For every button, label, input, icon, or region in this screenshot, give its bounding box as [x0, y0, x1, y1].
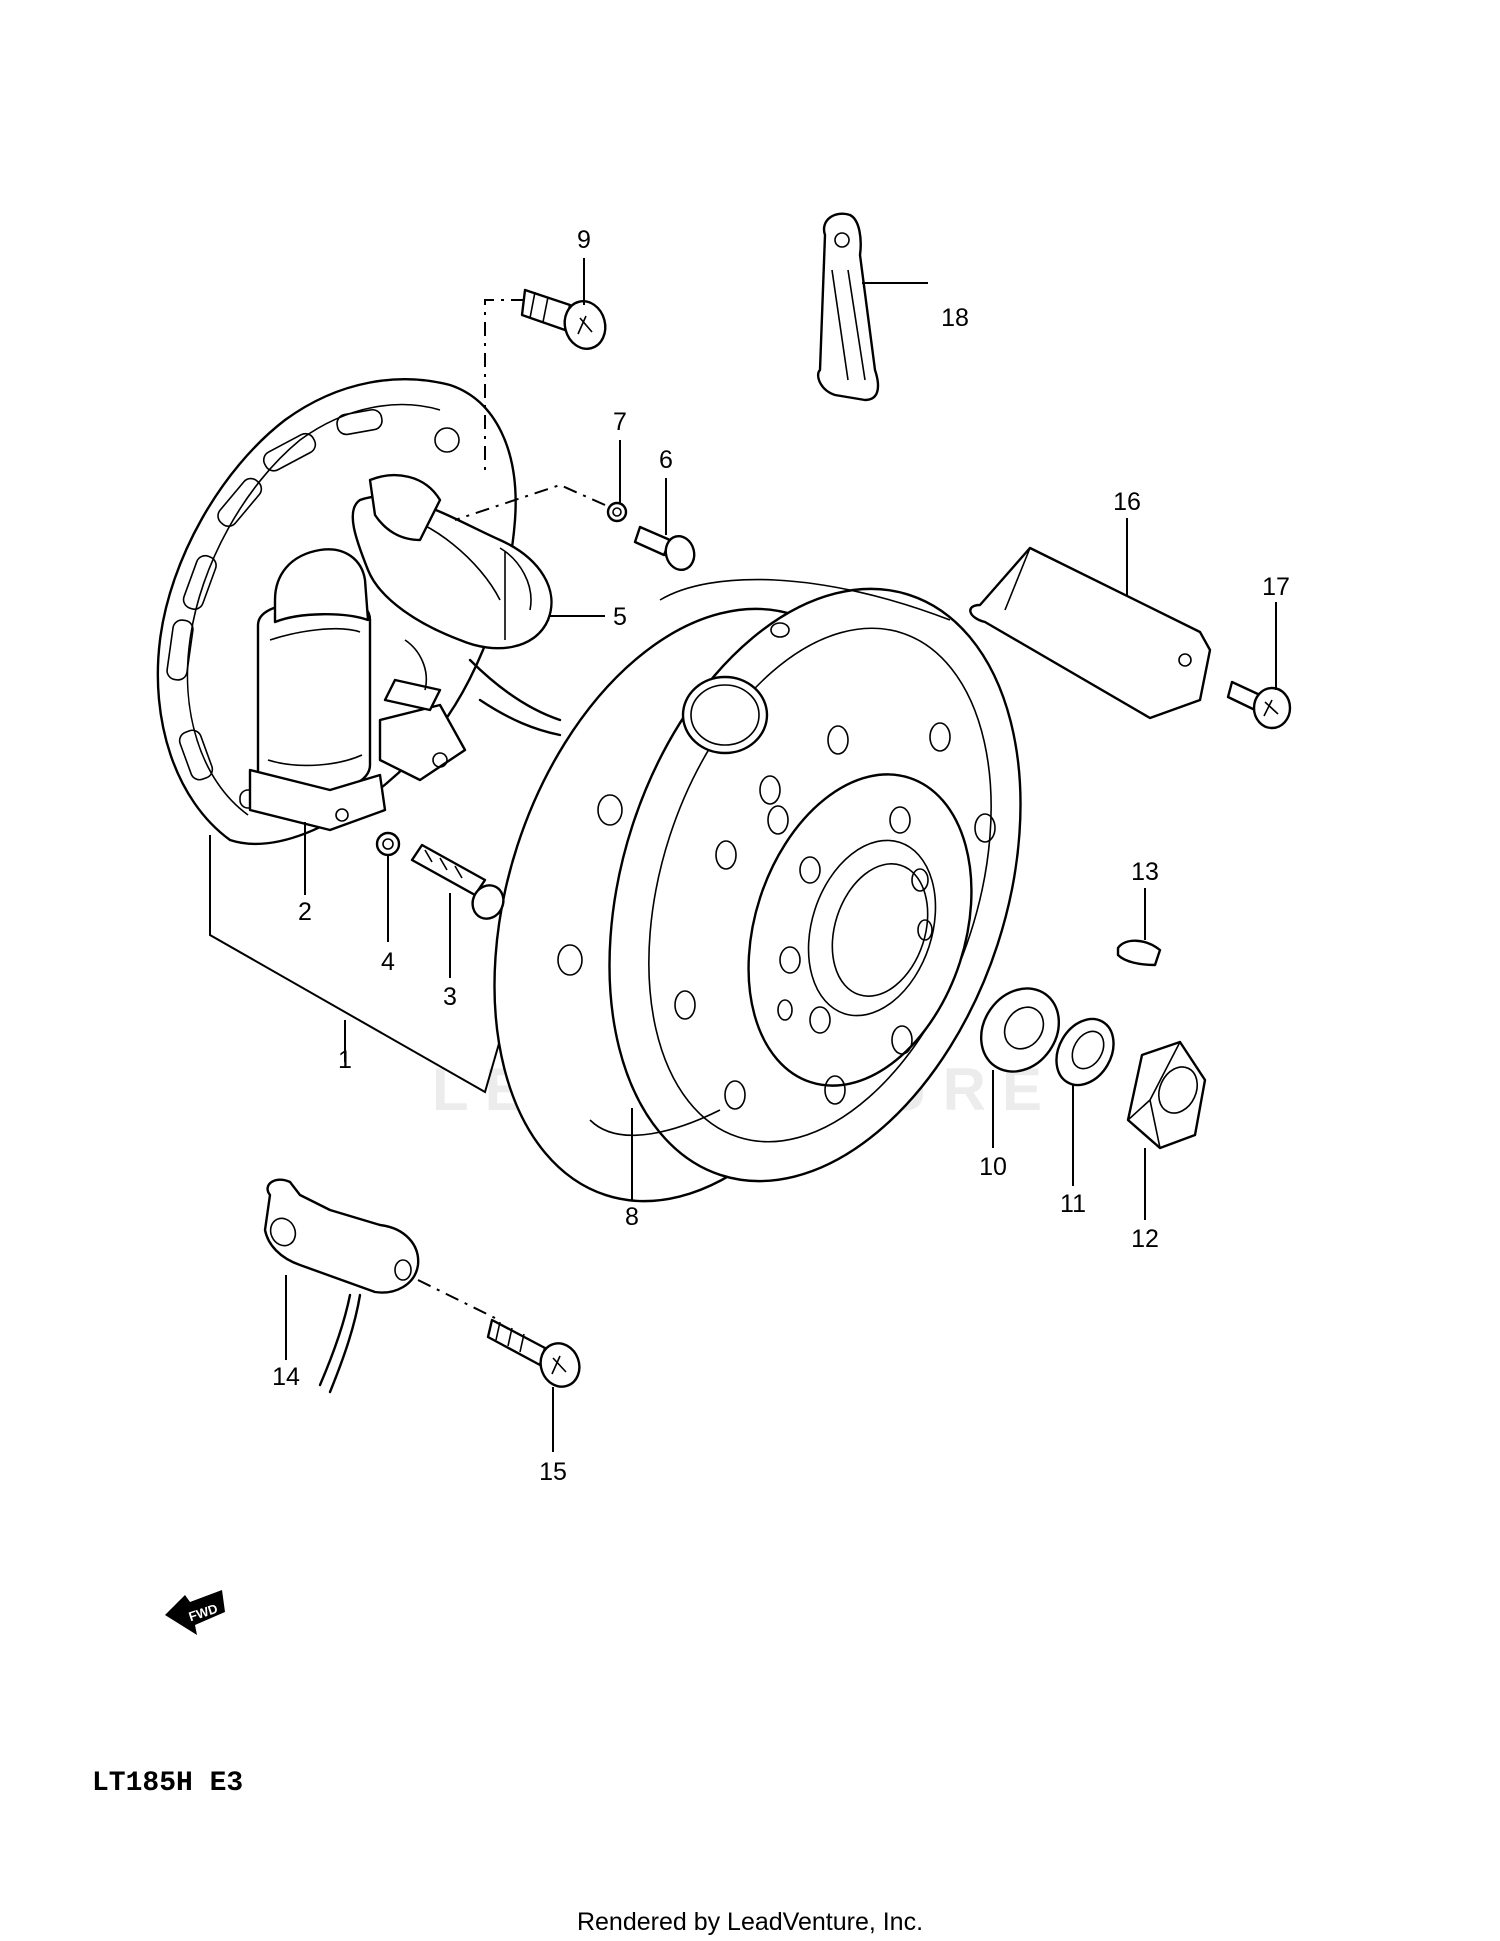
- model-code: LT185H E3: [92, 1768, 243, 1799]
- pickup-coil-14[interactable]: [263, 1178, 420, 1394]
- washer-7[interactable]: [606, 501, 628, 523]
- flywheel-rotor[interactable]: [423, 536, 1092, 1255]
- screw-6[interactable]: [633, 525, 698, 573]
- callout-15[interactable]: 15: [539, 1458, 567, 1486]
- lock-washer-11[interactable]: [1045, 1009, 1125, 1096]
- callout-4[interactable]: 4: [381, 948, 395, 976]
- footer-credit: Rendered by LeadVenture, Inc.: [577, 1908, 923, 1936]
- screw-15[interactable]: [486, 1318, 585, 1392]
- callout-18[interactable]: 18: [941, 304, 969, 332]
- leader-lines: [285, 258, 1277, 1452]
- fwd-arrow-icon: FWD: [165, 1590, 225, 1635]
- callout-17[interactable]: 17: [1262, 573, 1290, 601]
- cover-16[interactable]: [969, 546, 1212, 720]
- key-13[interactable]: [1116, 939, 1162, 967]
- callout-13[interactable]: 13: [1131, 858, 1159, 886]
- callouts: 1 2 3 4 5 6 7 8 9 10 11 12 13 14 15 16 1…: [272, 226, 1290, 1486]
- callout-10[interactable]: 10: [979, 1153, 1007, 1181]
- centerline-screw-9: [484, 299, 525, 470]
- callout-14[interactable]: 14: [272, 1363, 300, 1391]
- callout-5[interactable]: 5: [613, 603, 627, 631]
- washer-4[interactable]: [375, 831, 401, 857]
- bracket-item-1: [209, 835, 501, 1094]
- stator-assembly[interactable]: [156, 378, 562, 846]
- callout-8[interactable]: 8: [625, 1203, 639, 1231]
- callout-3[interactable]: 3: [443, 983, 457, 1011]
- callout-6[interactable]: 6: [659, 446, 673, 474]
- callout-2[interactable]: 2: [298, 898, 312, 926]
- clamp-18[interactable]: [816, 212, 880, 402]
- nut-12[interactable]: [1126, 1040, 1207, 1150]
- callout-1[interactable]: 1: [338, 1046, 352, 1074]
- screw-9[interactable]: [520, 288, 611, 353]
- washer-10[interactable]: [965, 973, 1074, 1086]
- centerline-screw-15: [417, 1279, 496, 1319]
- callout-9[interactable]: 9: [577, 226, 591, 254]
- screw-3[interactable]: [410, 843, 509, 924]
- callout-7[interactable]: 7: [613, 408, 627, 436]
- callout-12[interactable]: 12: [1131, 1225, 1159, 1253]
- screw-17[interactable]: [1226, 680, 1292, 730]
- callout-16[interactable]: 16: [1113, 488, 1141, 516]
- callout-11[interactable]: 11: [1060, 1190, 1086, 1218]
